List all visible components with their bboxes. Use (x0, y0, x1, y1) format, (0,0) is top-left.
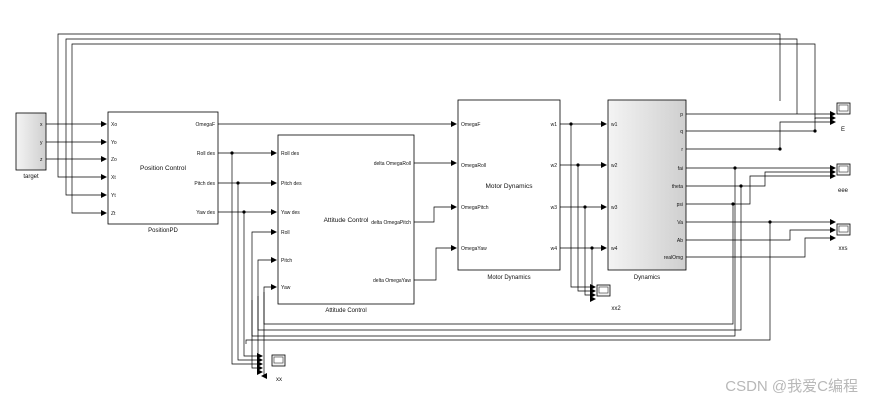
ac-in-pitch-des: Pitch des (281, 181, 302, 187)
pc-out-pitch-des: Pitch des (194, 181, 215, 187)
target-out-x: x (40, 122, 43, 128)
pc-title: Position Control (140, 165, 186, 172)
dyn-out-theta: theta (672, 184, 683, 190)
pc-label: PositionPD (148, 228, 178, 234)
scope-e[interactable]: E (836, 102, 851, 133)
dyn-out-p: p (680, 112, 683, 118)
watermark: CSDN @我爱C编程 (725, 378, 858, 395)
dyn-out-fai: fai (678, 166, 683, 172)
dyn-label: Dynamics (634, 275, 660, 281)
dyn-out-q: q (680, 129, 683, 135)
scope-xx-label: xx (276, 377, 282, 383)
md-out-w2: w2 (551, 163, 558, 169)
position-control-block[interactable]: Xo Yo Zo Xt Yt Zt OmegaF Roll des Pitch … (107, 111, 219, 234)
md-in-omegayaw: OmegaYaw (461, 246, 487, 252)
ac-out-delta-roll: delta OmegaRoll (374, 161, 411, 167)
dyn-in-w4: w4 (611, 246, 618, 252)
junction-dots (230, 122, 817, 250)
md-label: Motor Dynamics (487, 275, 530, 281)
dyn-out-r: r (681, 147, 683, 153)
attitude-control-block[interactable]: Roll des Pitch des Yaw des Roll Pitch Ya… (277, 134, 415, 314)
ac-out-delta-pitch: delta OmegaPitch (371, 220, 411, 226)
md-out-w1: w1 (551, 122, 558, 128)
dyn-in-w1: w1 (611, 122, 618, 128)
target-label: target (23, 174, 39, 180)
scope-xx2-label: xx2 (611, 306, 621, 312)
pc-in-xt: Xt (111, 175, 116, 181)
md-in-omegapitch: OmegaPitch (461, 205, 489, 211)
ac-in-roll: Roll (281, 230, 290, 236)
md-in-omegaf: OmegaF (461, 122, 480, 128)
pc-in-yo: Yo (111, 140, 117, 146)
target-out-z: z (40, 157, 43, 163)
ac-in-roll-des: Roll des (281, 151, 300, 157)
dynamics-block[interactable]: w1 w2 w3 w4 p q r fai theta psi Va Ab re… (607, 99, 687, 281)
dyn-out-psi: psi (677, 202, 683, 208)
md-title: Motor Dynamics (486, 183, 534, 190)
dyn-in-w2: w2 (611, 163, 618, 169)
motor-dynamics-block[interactable]: OmegaF OmegaRoll OmegaPitch OmegaYaw w1 … (457, 99, 561, 281)
scope-xxs-label: xxs (839, 246, 848, 252)
ac-title: Attitude Control (324, 217, 369, 224)
dyn-out-realomg: realOmg (664, 255, 683, 261)
md-in-omegaroll: OmegaRoll (461, 163, 486, 169)
pc-out-yaw-des: Yaw des (196, 210, 215, 216)
ac-in-yaw: Yaw (281, 285, 291, 291)
pc-in-yt: Yt (111, 193, 116, 199)
scope-xx[interactable]: xx (271, 354, 286, 383)
dyn-out-ab: Ab (677, 238, 683, 244)
md-out-w4: w4 (551, 246, 558, 252)
target-out-y: y (40, 140, 43, 146)
ac-out-delta-yaw: delta OmegaYaw (373, 278, 411, 284)
pc-out-roll-des: Roll des (197, 151, 216, 157)
scope-e-label: E (841, 127, 845, 133)
scope-xxs[interactable]: xxs (836, 223, 851, 252)
scope-eee-label: eee (838, 188, 849, 194)
md-out-w3: w3 (551, 205, 558, 211)
pc-in-zt: Zt (111, 211, 116, 217)
target-block[interactable]: x y z target (15, 112, 47, 180)
pc-out-omegaf: OmegaF (196, 122, 215, 128)
scope-xx2[interactable]: xx2 (596, 284, 622, 312)
ac-in-yaw-des: Yaw des (281, 210, 300, 216)
scope-eee[interactable]: eee (836, 163, 851, 194)
ac-label: Attitude Control (325, 308, 366, 314)
dyn-out-va: Va (677, 220, 683, 226)
pc-in-zo: Zo (111, 157, 117, 163)
pc-in-xo: Xo (111, 122, 117, 128)
ac-in-pitch: Pitch (281, 258, 292, 264)
signal-lines (46, 33, 836, 379)
dyn-in-w3: w3 (611, 205, 618, 211)
